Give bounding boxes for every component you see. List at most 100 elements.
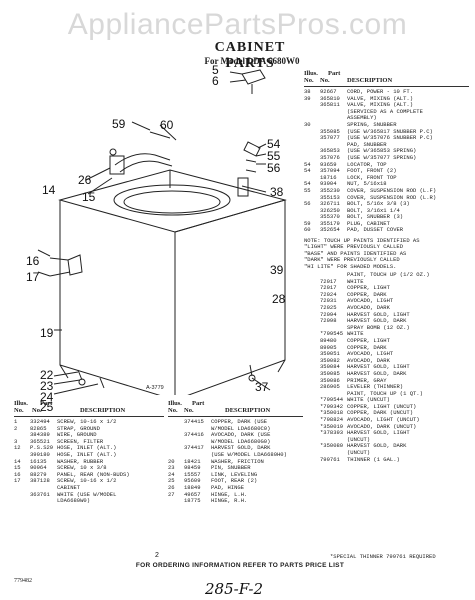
part-description: (UNCUT) [347,449,371,457]
part-no: 72025 [320,303,337,311]
part-no: 355230 [320,186,340,194]
left-header-rule [14,416,164,417]
header-ill: Illus. [304,70,318,77]
callout-26: 26 [78,173,92,187]
part-description: FOOT, FRONT (2) [347,167,397,175]
part-description: SCREW, 10-16 x 1/2 [57,477,117,485]
part-description: WHITE [347,330,364,338]
mid-header-rule [168,416,303,417]
part-no [30,498,57,505]
part-no: 18775 [184,497,201,505]
illus-no [304,404,320,411]
callout-38: 38 [270,185,284,199]
part-no: 350082 [320,356,340,364]
part-description: HINGE, R.H. [211,497,248,505]
part-no: 72017 [320,277,337,285]
part-description: BOLT, 3/16x1 1/4 [347,206,400,214]
part-description: COPPER, DARK [347,343,387,351]
table-row: 72025 AVOCADO, DARK [304,303,472,312]
watermark: AppliancePartsPros.com [67,8,408,41]
part-no: 355179 [320,219,340,227]
handwritten-code: 285-F-2 [205,580,264,598]
part-no: 72094 [320,310,337,318]
part-no: 365811 [320,101,340,109]
part-description: PAD, HINGE [211,483,245,491]
note-line: NOTE: TOUCH UP PAINTS IDENTIFIED AS [304,237,420,244]
part-no: 18421 [184,457,201,465]
part-description: W/MODEL LDA6680G0) [211,437,271,445]
illus-no [304,437,320,444]
illus-no [304,109,320,116]
illus-no [304,208,320,215]
part-description: WIRE, GROUND [57,431,97,439]
part-description: WHITE (USE W/MODEL [57,490,117,498]
part-description: SPRAY BOMB (12 OZ.) [347,323,410,331]
part-no: 93904 [320,180,337,188]
illus-no [14,498,30,505]
part-description: VALVE, MIXING (ALT.) [347,101,414,109]
header-description: DESCRIPTION [347,77,393,84]
table-row: 384389 WIRE, GROUND [14,432,164,439]
part-description: CORD, POWER - 10 FT. [347,88,414,95]
part-no: 357076 [320,153,340,161]
part-description: HARVEST GOLD, DARK [347,369,407,377]
callout-2: 2 [155,552,159,559]
part-no: 374415 [184,418,204,425]
table-row: PAD, SNUBBER [304,141,472,149]
part-description: COPPER, LIGHT (UNCUT) [347,402,417,410]
right-table-header: Illus.Part No.No.DESCRIPTION [304,70,469,84]
header-rule [304,86,469,87]
illus-no [304,338,320,345]
cabinet-diagram [37,69,287,395]
part-no: *378393 [320,429,344,437]
part-description: STRAP, GROUND [57,424,100,432]
table-row: 18775 HINGE, R.H. [168,498,303,505]
part-no: 363761 [30,490,50,498]
part-description: BOLT, SNUBBER (3) [347,213,404,221]
table-row: 363761 WHITE (USE W/MODEL [14,490,164,499]
part-description: HOSE, INLET (ALT.) [57,450,117,458]
illus-no [304,279,320,286]
illus-no [304,292,320,299]
part-description: (USE W/365853 SPRING) [347,147,417,155]
part-no: 384389 [30,431,50,439]
callout-37: 37 [255,380,269,394]
part-description: AVOCADO, DARK [347,303,390,311]
part-description: PRIMER, GRAY [347,376,387,384]
illus-no: 14 [14,457,21,465]
illus-no [304,312,320,319]
illus-no: 20 [168,457,175,465]
illus-no: 39 [304,94,311,102]
illus-no: 54 [304,160,311,168]
left-table-header: Illus.Part No.No.DESCRIPTION [14,400,126,414]
illus-no: 1 [14,418,18,425]
page-subtitle: For Model LDA 6680W0 [204,56,300,66]
part-description: PAINT, TOUCH UP (1 QT.) [347,389,423,397]
part-no: 88279 [30,470,47,478]
callout-5: 5 [212,63,219,77]
illus-no [304,397,320,404]
part-description: LINK, LEVELING [211,470,258,478]
illus-no [304,351,320,358]
table-row: (UNCUT) [304,449,472,457]
note-line: "HI LITE" FOR SHADED MODELS. [304,262,397,270]
part-no: 49657 [184,490,201,498]
part-no: 350086 [320,376,340,384]
illus-no [304,417,320,424]
part-no: 89480 [320,336,337,344]
header-no: No. [304,77,314,84]
part-no: 365853 [320,147,340,155]
illus-no [14,485,30,492]
